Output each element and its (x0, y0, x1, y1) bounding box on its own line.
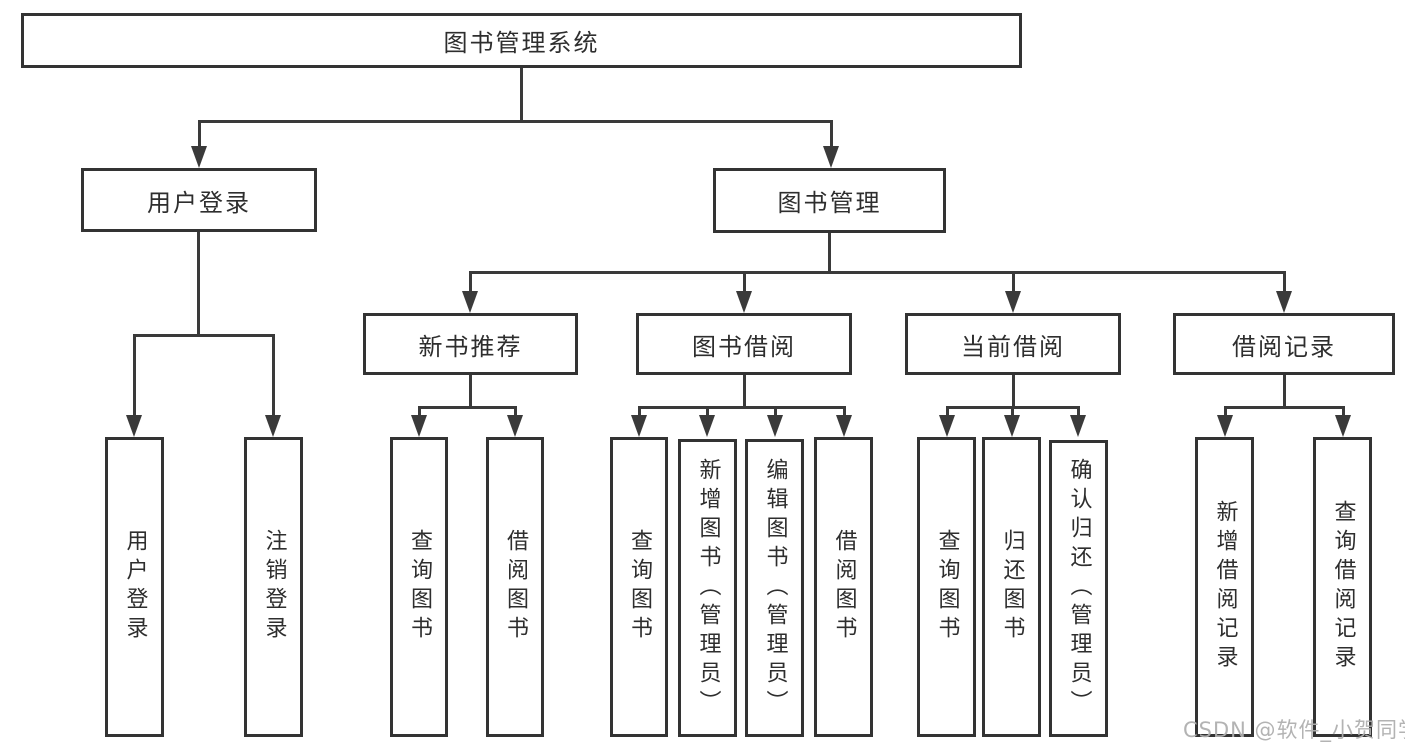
leaf-query-books-current: 查询图书 (917, 437, 976, 737)
connector-line (1012, 271, 1015, 291)
connector-line (774, 406, 777, 415)
connector-line (743, 375, 746, 409)
connector-line (198, 120, 832, 123)
leaf-query-books-recommend: 查询图书 (390, 437, 448, 737)
connector-line (830, 120, 833, 148)
leaf-user-login: 用户登录 (105, 437, 164, 737)
arrow-down-icon (767, 415, 783, 437)
node-book-management-label: 图书管理 (777, 189, 882, 217)
node-book-borrow: 图书借阅 (636, 313, 852, 375)
leaf-query-books-borrow-label: 查询图书 (627, 529, 652, 645)
node-borrow-record: 借阅记录 (1173, 313, 1395, 375)
leaf-query-books-borrow: 查询图书 (610, 437, 668, 737)
connector-line (1011, 406, 1014, 415)
arrow-down-icon (1335, 415, 1351, 437)
connector-line (197, 232, 200, 336)
connector-line (1342, 406, 1345, 415)
leaf-add-borrow-record: 新增借阅记录 (1195, 437, 1254, 737)
connector-line (469, 375, 472, 409)
arrow-down-icon (191, 146, 207, 168)
arrow-down-icon (126, 415, 142, 437)
leaf-edit-books-admin: 编辑图书（管理员） (745, 439, 804, 737)
connector-line (133, 334, 275, 337)
leaf-add-borrow-record-label: 新增借阅记录 (1212, 500, 1238, 674)
arrow-down-icon (699, 415, 715, 437)
connector-line (1012, 375, 1015, 409)
leaf-query-borrow-record-label: 查询借阅记录 (1330, 500, 1356, 674)
arrow-down-icon (631, 415, 647, 437)
connector-line (514, 406, 517, 415)
connector-line (272, 334, 275, 415)
leaf-confirm-return-admin: 确认归还（管理员） (1049, 440, 1108, 737)
connector-line (469, 271, 1285, 274)
arrow-down-icon (265, 415, 281, 437)
connector-line (1077, 406, 1080, 415)
leaf-logout-label: 注销登录 (261, 529, 287, 645)
leaf-confirm-return-admin-label: 确认归还（管理员） (1066, 458, 1092, 719)
connector-line (638, 406, 845, 409)
connector-line (828, 233, 831, 274)
leaf-query-books-recommend-label: 查询图书 (407, 529, 432, 645)
arrow-down-icon (411, 415, 427, 437)
connector-line (638, 406, 641, 415)
leaf-borrow-books-recommend: 借阅图书 (486, 437, 544, 737)
csdn-watermark: CSDN @软件_小贺同学 (1183, 718, 1405, 742)
arrow-down-icon (1005, 291, 1021, 313)
node-borrow-record-label: 借阅记录 (1232, 332, 1336, 361)
node-user-login-label: 用户登录 (147, 188, 251, 217)
leaf-user-login-label: 用户登录 (122, 529, 148, 645)
node-new-book-recommend: 新书推荐 (363, 313, 578, 375)
connector-line (520, 68, 523, 121)
node-root-label: 图书管理系统 (443, 29, 600, 57)
arrow-down-icon (823, 146, 839, 168)
leaf-add-books-admin-label: 新增图书（管理员） (695, 457, 721, 719)
arrow-down-icon (1276, 291, 1292, 313)
arrow-down-icon (736, 291, 752, 313)
connector-line (418, 406, 421, 415)
arrow-down-icon (507, 415, 523, 437)
connector-line (418, 406, 517, 409)
connector-line (1283, 375, 1286, 409)
arrow-down-icon (462, 291, 478, 313)
leaf-borrow-books: 借阅图书 (814, 437, 873, 737)
arrow-down-icon (1004, 415, 1020, 437)
leaf-borrow-books-recommend-label: 借阅图书 (503, 529, 528, 645)
connector-line (1224, 406, 1227, 415)
arrow-down-icon (836, 415, 852, 437)
leaf-query-books-current-label: 查询图书 (934, 529, 960, 645)
connector-line (706, 406, 709, 415)
connector-line (743, 271, 746, 291)
leaf-logout: 注销登录 (244, 437, 303, 737)
node-book-borrow-label: 图书借阅 (692, 332, 796, 361)
connector-line (133, 334, 136, 415)
node-current-borrow: 当前借阅 (905, 313, 1121, 375)
node-root-system: 图书管理系统 (21, 13, 1022, 68)
connector-line (198, 120, 201, 148)
leaf-add-books-admin: 新增图书（管理员） (678, 439, 737, 737)
connector-line (1283, 271, 1286, 291)
node-user-login: 用户登录 (81, 168, 317, 232)
node-current-borrow-label: 当前借阅 (961, 332, 1065, 361)
connector-line (843, 406, 846, 415)
leaf-return-books-label: 归还图书 (999, 529, 1025, 645)
leaf-query-borrow-record: 查询借阅记录 (1313, 437, 1372, 737)
leaf-return-books: 归还图书 (982, 437, 1041, 737)
connector-line (946, 406, 949, 415)
arrow-down-icon (1070, 415, 1086, 437)
arrow-down-icon (1217, 415, 1233, 437)
leaf-edit-books-admin-label: 编辑图书（管理员） (762, 457, 788, 719)
node-new-book-recommend-label: 新书推荐 (418, 332, 523, 361)
connector-line (1224, 406, 1344, 409)
leaf-borrow-books-label: 借阅图书 (831, 529, 857, 645)
node-book-management: 图书管理 (713, 168, 946, 233)
arrow-down-icon (939, 415, 955, 437)
connector-line (469, 271, 472, 291)
